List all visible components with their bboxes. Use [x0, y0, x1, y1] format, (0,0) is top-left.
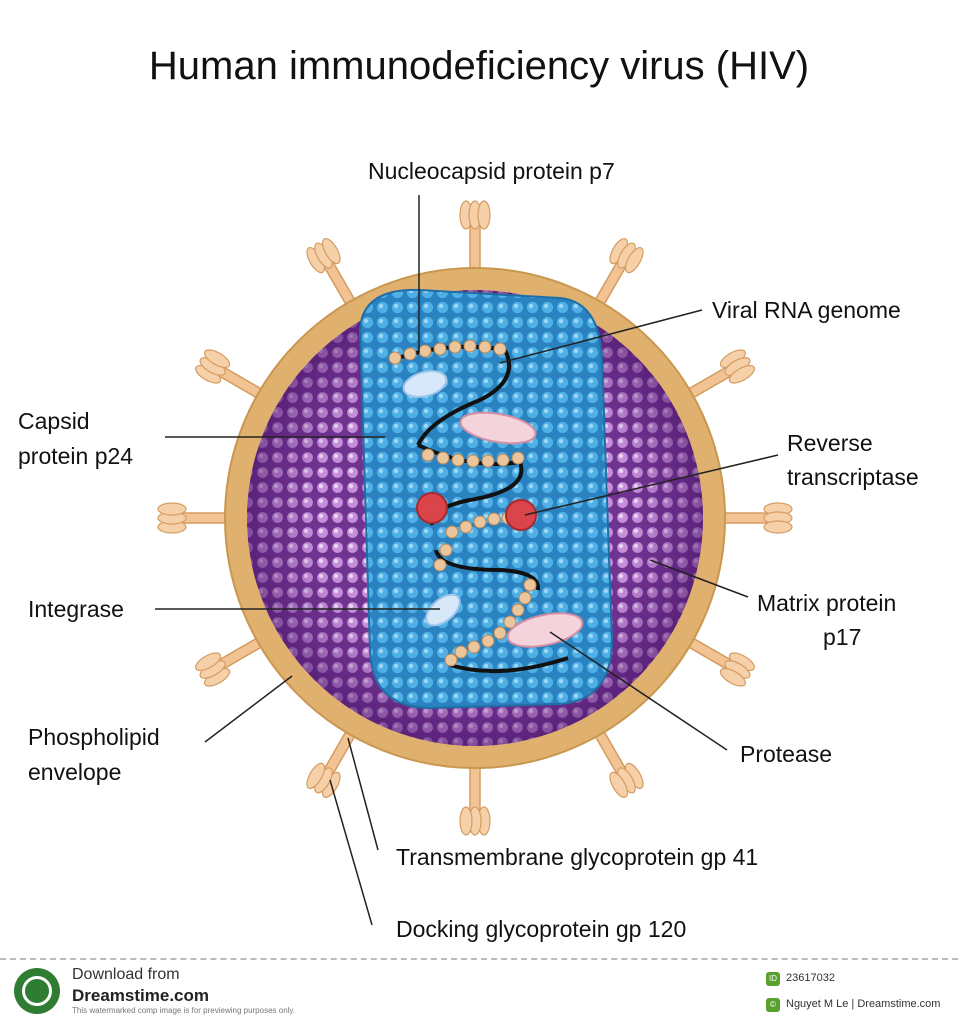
protease-protein — [506, 612, 584, 648]
integrase-protein-top — [402, 370, 448, 398]
nucleocapsid-bead — [403, 347, 417, 361]
label-rt-line2: transcriptase — [787, 464, 919, 490]
leader-lines — [155, 195, 779, 926]
footer-download-text: Download from — [72, 966, 180, 983]
nucleocapsid-beads — [388, 339, 537, 667]
label-rna-genome: Viral RNA genome — [712, 297, 901, 323]
label-gp120: Docking glycoprotein gp 120 — [396, 916, 687, 942]
nucleocapsid-bead — [493, 342, 507, 356]
label-phospholipid-line2: envelope — [28, 759, 122, 785]
glycoprotein-spikes — [157, 200, 793, 836]
nucleocapsid-bead — [466, 454, 480, 468]
glycoprotein-spike — [459, 760, 491, 836]
nucleocapsid-bead — [478, 340, 492, 354]
nucleocapsid-bead — [439, 543, 453, 557]
nucleocapsid-bead — [433, 558, 447, 572]
glycoprotein-spike — [459, 200, 491, 276]
id-tag-icon: ID — [766, 972, 780, 986]
label-rt-line1: Reverse — [787, 430, 873, 456]
footer-site-link[interactable]: Dreamstime.com — [72, 986, 210, 1005]
nucleocapsid-bead — [518, 591, 532, 605]
glycoprotein-spike — [681, 634, 755, 687]
label-capsid-line1: Capsid — [18, 408, 90, 434]
nucleocapsid-bead — [493, 626, 507, 640]
label-nucleocapsid: Nucleocapsid protein p7 — [368, 158, 615, 184]
nucleocapsid-bead — [436, 451, 450, 465]
nucleocapsid-bead — [481, 454, 495, 468]
glycoprotein-spike — [195, 349, 269, 402]
leader-matrix — [649, 559, 749, 598]
reverse-transcriptase-left — [416, 492, 448, 524]
nucleocapsid-bead — [388, 351, 402, 365]
label-integrase: Integrase — [28, 596, 124, 622]
protease-protein-top — [459, 411, 537, 445]
glycoprotein-spike — [195, 634, 269, 687]
nucleocapsid-bead — [421, 448, 435, 462]
leader-protease — [549, 631, 728, 751]
nucleocapsid-bead — [523, 578, 537, 592]
glycoprotein-spike — [717, 502, 793, 534]
diagram-title: Human immunodeficiency virus (HIV) — [148, 44, 810, 88]
nucleocapsid-bead — [459, 520, 473, 534]
stock-footer: Download from Dreamstime.com This waterm… — [0, 958, 958, 1026]
reverse-transcriptase-right — [505, 499, 537, 531]
label-phospholipid-line1: Phospholipid — [28, 724, 160, 750]
integrase-protein — [425, 593, 461, 627]
footer-image-id: 23617032 — [786, 972, 835, 984]
nucleocapsid-bead — [511, 451, 525, 465]
leader-phospholipid — [204, 675, 293, 743]
nucleocapsid-bead — [454, 645, 468, 659]
nucleocapsid-bead — [444, 653, 458, 667]
copyright-icon: © — [766, 998, 780, 1012]
nucleocapsid-bead — [418, 344, 432, 358]
label-matrix-line1: Matrix protein — [757, 590, 897, 616]
glycoprotein-spike — [591, 238, 644, 312]
nucleocapsid-bead — [448, 340, 462, 354]
leader-gp120 — [329, 779, 373, 926]
nucleocapsid-bead — [487, 512, 501, 526]
footer-author: Nguyet M Le | Dreamstime.com — [786, 998, 941, 1010]
nucleocapsid-bead — [511, 603, 525, 617]
glycoprotein-spike — [681, 349, 755, 402]
leader-rna — [499, 309, 703, 364]
nucleocapsid-bead — [445, 525, 459, 539]
nucleocapsid-bead — [463, 339, 477, 353]
glycoprotein-spike — [591, 724, 644, 798]
label-gp41: Transmembrane glycoprotein gp 41 — [396, 844, 759, 870]
nucleocapsid-bead — [451, 453, 465, 467]
label-capsid-line2: protein p24 — [18, 443, 134, 469]
nucleocapsid-bead — [467, 640, 481, 654]
rna-strand-d — [449, 656, 569, 674]
nucleocapsid-bead — [433, 342, 447, 356]
hiv-virus-diagram — [155, 195, 793, 926]
label-protease: Protease — [740, 741, 833, 767]
glycoprotein-spike — [306, 238, 359, 312]
nucleocapsid-bead — [496, 453, 510, 467]
glycoprotein-spike — [157, 502, 233, 534]
nucleocapsid-bead — [481, 634, 495, 648]
leader-gp41 — [347, 737, 379, 851]
footer-note: This watermarked comp image is for previ… — [72, 1006, 296, 1015]
label-matrix-line2: p17 — [823, 624, 862, 650]
dreamstime-logo-icon — [14, 968, 60, 1014]
nucleocapsid-bead — [503, 615, 517, 629]
nucleocapsid-bead — [473, 515, 487, 529]
leader-rt — [524, 454, 779, 516]
